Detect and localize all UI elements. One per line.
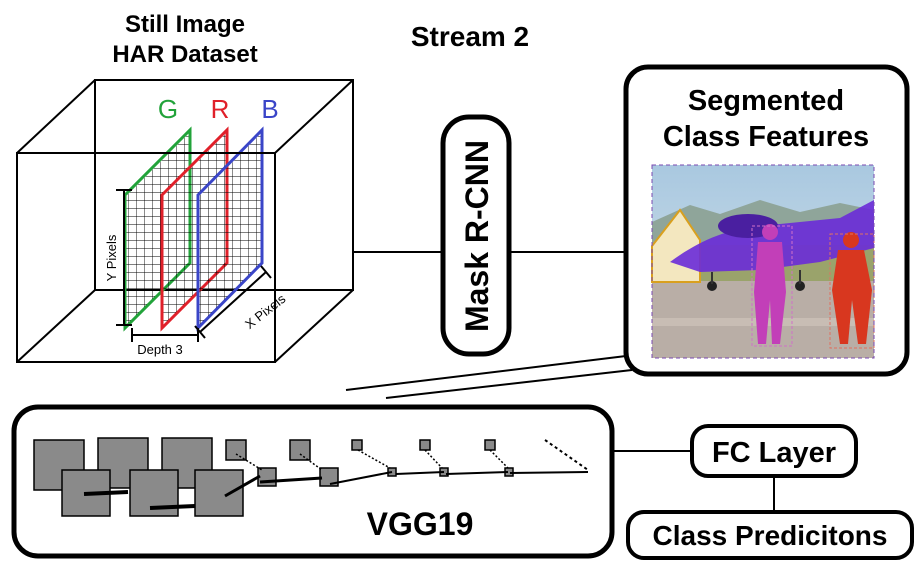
stream-label: Stream 2: [411, 21, 529, 52]
person-mask-red: [829, 232, 875, 349]
depth-label: Depth 3: [137, 342, 183, 357]
channel-label-r: R: [211, 94, 230, 124]
vgg-connection: [544, 439, 589, 471]
dataset-title-line1: Still Image: [125, 11, 245, 38]
vgg-connection: [235, 453, 263, 471]
segmented-features-panel: Segmented Class Features: [623, 64, 910, 377]
x-dimension-tick: [260, 265, 272, 279]
vgg-connection: [489, 449, 509, 469]
vgg-connection: [509, 471, 589, 474]
cube-front-face: [16, 152, 276, 363]
x-pixels-label: X Pixels: [242, 291, 289, 332]
mask-rcnn-box: [440, 114, 512, 357]
cube-edge: [16, 289, 96, 363]
vgg-layer-back: [484, 439, 496, 451]
x-dimension-tick: [194, 325, 206, 339]
class-predictions-box: [626, 510, 914, 560]
dataset-cube: Still Image HAR Dataset G R B Y Pixels D…: [16, 11, 354, 363]
mask-rcnn-label: Mask R-CNN: [459, 140, 495, 332]
vgg-layer-front: [194, 469, 244, 517]
vgg-connection: [224, 474, 261, 498]
class-predictions-label: Class Predicitons: [653, 520, 888, 551]
mask-rcnn-block: Mask R-CNN: [440, 114, 512, 357]
vgg-connection: [424, 449, 443, 469]
vgg-layer-back: [225, 439, 247, 461]
segmented-image: [651, 164, 875, 359]
x-dimension-line: [199, 271, 267, 333]
fc-layer-label: FC Layer: [712, 437, 836, 469]
vgg-connection: [149, 504, 196, 510]
vgg-connection: [329, 471, 393, 485]
cube-edge: [274, 289, 354, 363]
vgg-layer-back: [351, 439, 363, 451]
cube-edge: [274, 79, 354, 154]
callout-line: [345, 355, 627, 391]
channel-plane-blue: [196, 126, 264, 332]
vgg-layer-back: [289, 439, 311, 461]
vgg-connection: [83, 490, 129, 496]
vgg-connection: [259, 476, 323, 484]
vgg19-layers: [33, 437, 589, 517]
fc-layer-block: FC Layer: [690, 424, 858, 478]
class-predictions-block: Class Predicitons: [626, 510, 914, 560]
callout-line: [385, 369, 633, 399]
vgg19-label: VGG19: [367, 506, 474, 542]
y-pixels-label: Y Pixels: [104, 234, 119, 281]
dataset-title-line2: HAR Dataset: [112, 41, 257, 68]
vgg-connection: [299, 453, 323, 471]
segmented-title-line1: Segmented: [688, 85, 844, 117]
cube-edge: [16, 79, 96, 154]
channel-label-b: B: [261, 94, 278, 124]
vgg-connection: [395, 471, 445, 475]
person-mask-magenta: [751, 224, 793, 347]
segmented-title-line2: Class Features: [663, 121, 869, 153]
vgg19-block: VGG19: [11, 404, 615, 559]
vgg-connection: [445, 471, 509, 475]
vgg-layer-back: [419, 439, 431, 451]
channel-label-g: G: [158, 94, 178, 124]
